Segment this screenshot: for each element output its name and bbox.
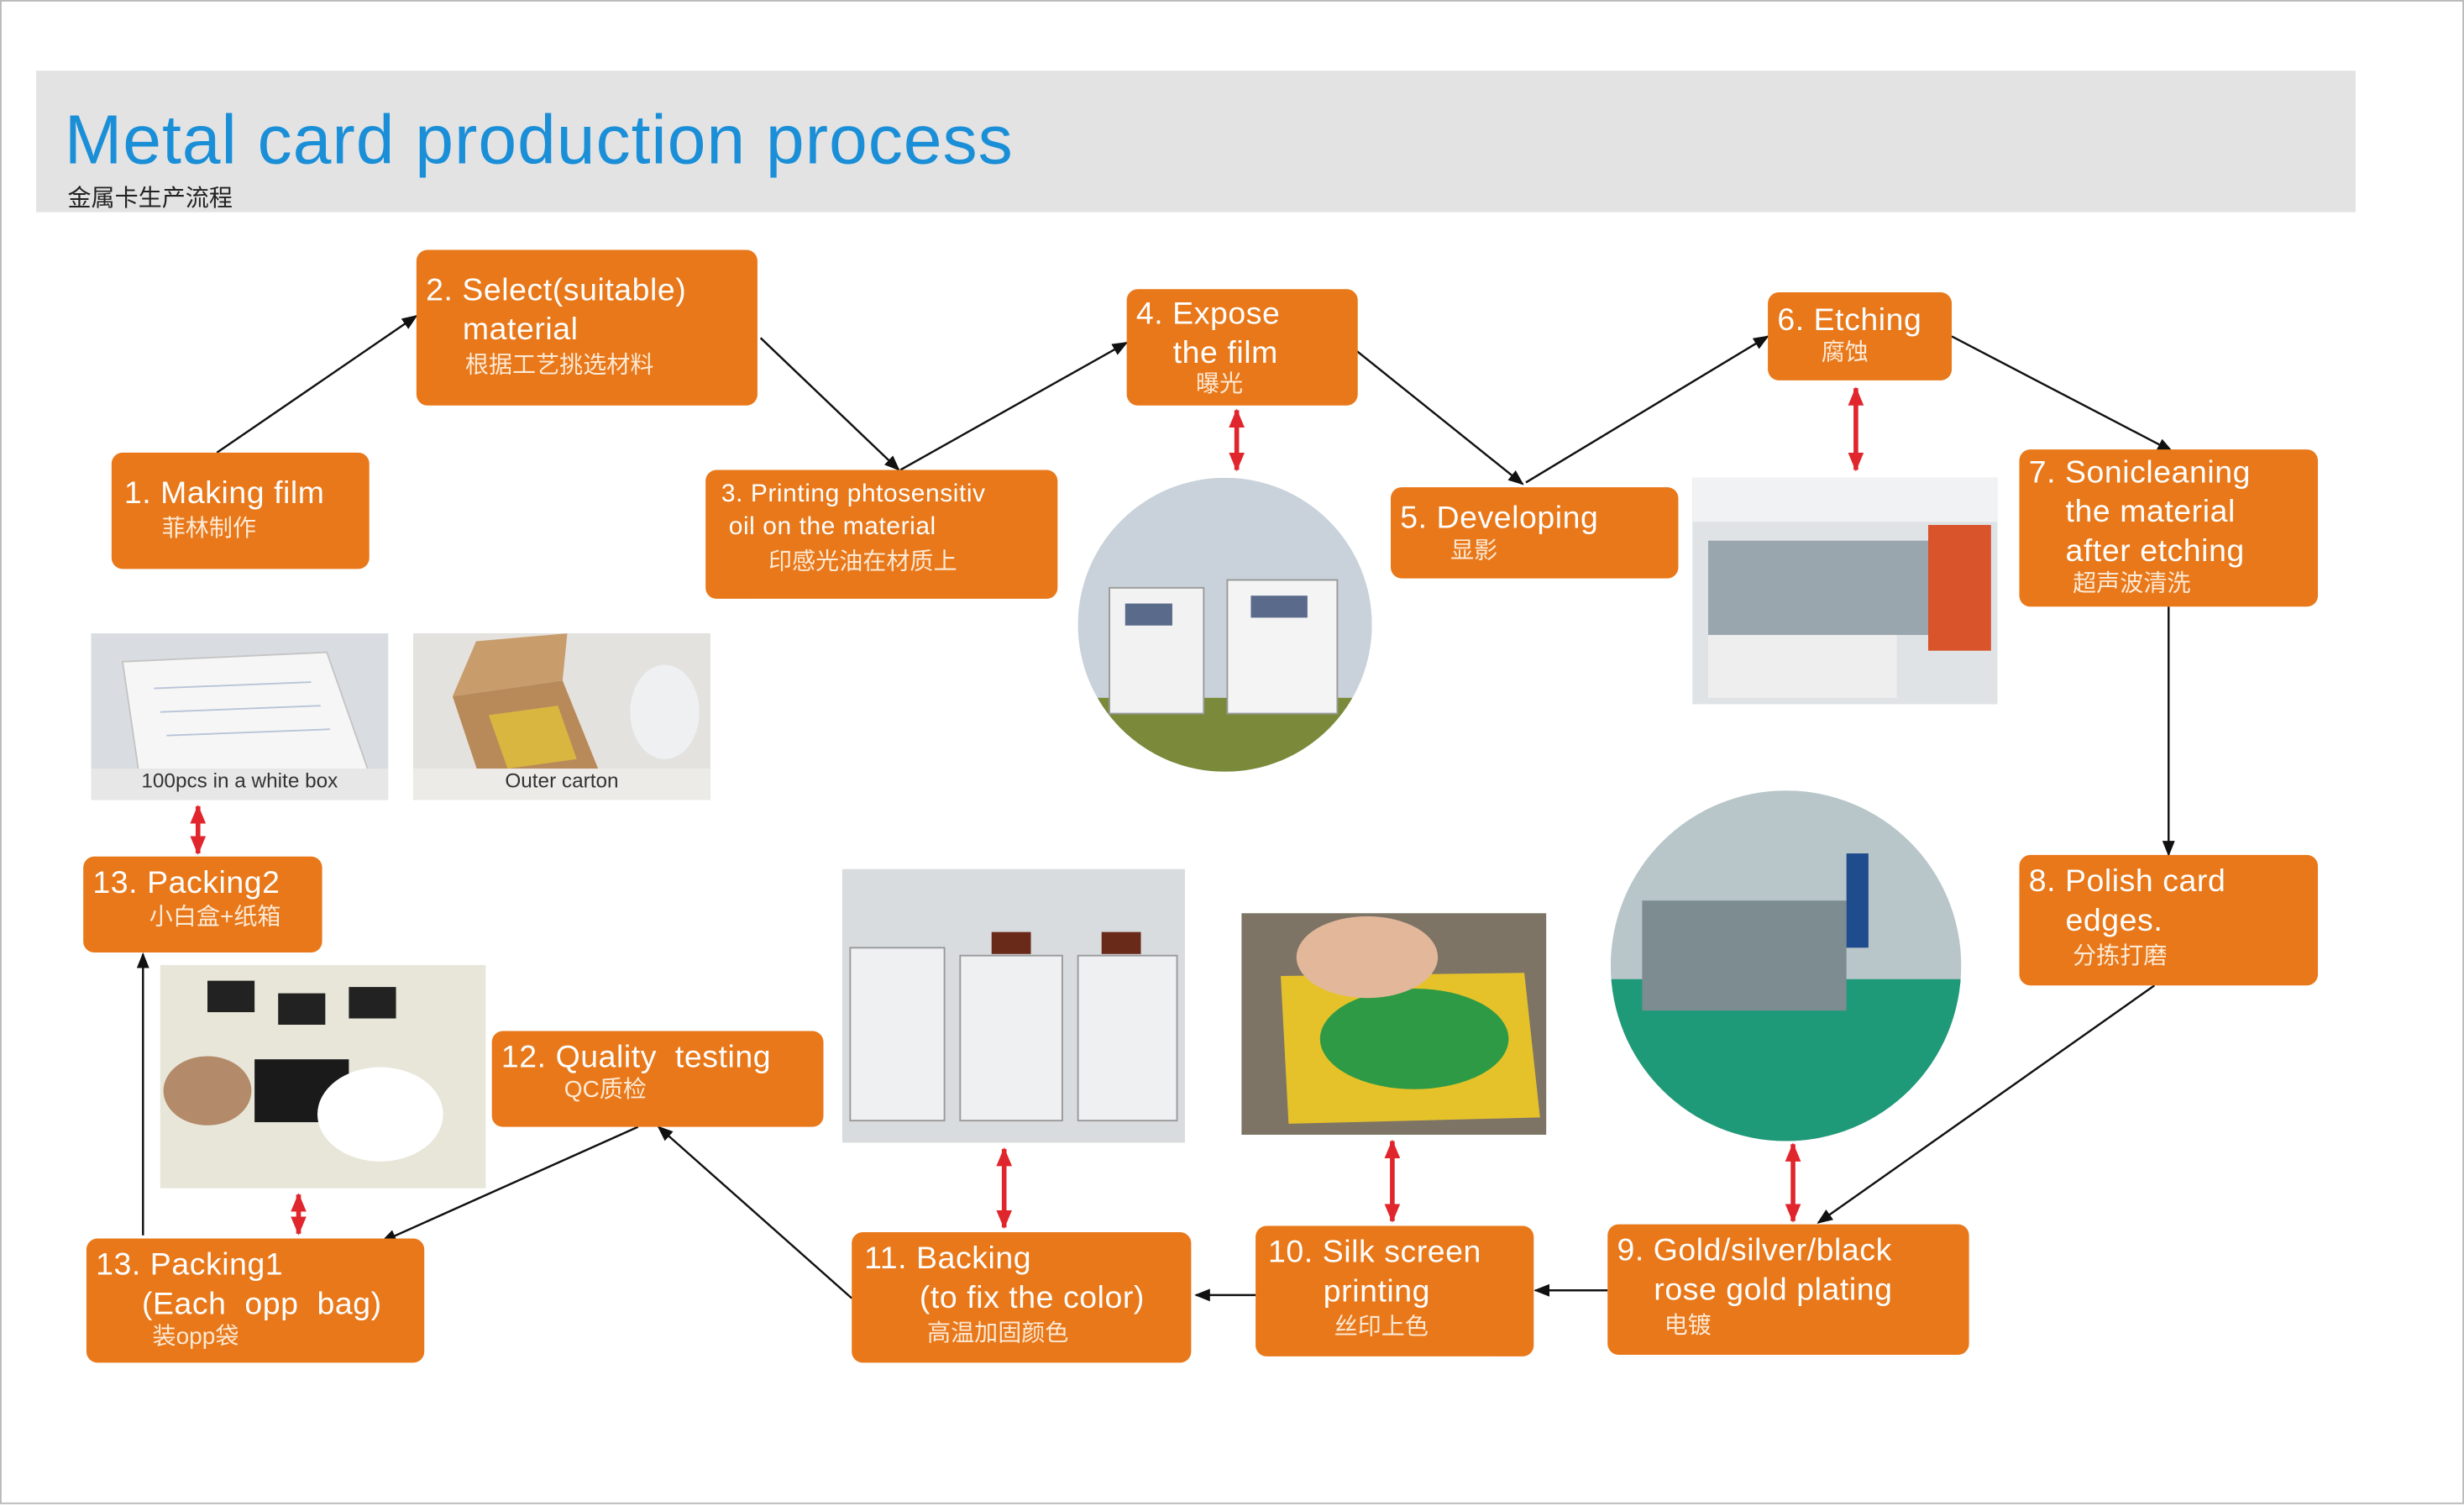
step-13-packing2: 13. Packing2 小白盒+纸箱 xyxy=(83,856,322,952)
arrow-4-to-5 xyxy=(1355,349,1524,485)
page-title: Metal card production process xyxy=(64,102,1014,180)
step-2-en: 2. Select(suitable) material xyxy=(426,273,687,348)
step-11-backing: 11. Backing (to fix the color) 高温加固颜色 xyxy=(852,1232,1192,1363)
photo-opp-bagging xyxy=(160,964,486,1189)
step-4-en: 4. Expose the film xyxy=(1135,296,1281,371)
photo-plating-tanks xyxy=(1610,790,1962,1141)
step-11-zh: 高温加固颜色 xyxy=(927,1320,1069,1347)
step-1-en: 1. Making film xyxy=(123,475,325,512)
photo-exposure-machines xyxy=(1077,477,1372,772)
step-8-polish-edges: 8. Polish card edges. 分拣打磨 xyxy=(2019,854,2319,986)
white-box-illustration xyxy=(91,633,389,800)
etching-line-illustration xyxy=(1692,477,1998,705)
arrow-1-to-2 xyxy=(216,315,418,454)
step-2-select-material: 2. Select(suitable) material 根据工艺挑选材料 xyxy=(416,249,758,406)
step-5-zh: 显影 xyxy=(1450,537,1498,564)
step-8-en: 8. Polish card edges. xyxy=(2028,864,2226,939)
step-9-zh: 电镀 xyxy=(1664,1312,1712,1340)
photo-silk-screen xyxy=(1241,913,1547,1136)
step-9-en: 9. Gold/silver/black rose gold plating xyxy=(1617,1233,1893,1308)
arrow-3-to-4 xyxy=(899,341,1129,471)
arrow-11-to-12 xyxy=(657,1126,852,1299)
step-3-en: 3. Printing phtosensitiv oil on the mate… xyxy=(721,480,986,541)
silk-screen-illustration xyxy=(1241,913,1547,1136)
photo-etching-line xyxy=(1692,477,1998,705)
step-13b-en: 13. Packing2 xyxy=(92,866,280,901)
arrow-2-to-3 xyxy=(759,337,900,471)
step-1-zh: 菲林制作 xyxy=(161,515,257,543)
arrow-5-to-6 xyxy=(1525,335,1769,484)
step-6-en: 6. Etching xyxy=(1777,303,1922,338)
step-3-zh: 印感光油在材质上 xyxy=(768,548,957,575)
step-2-zh: 根据工艺挑选材料 xyxy=(464,352,654,379)
step-12-en: 12. Quality testing xyxy=(501,1040,772,1075)
step-13a-en: 13. Packing1 (Each opp bag) xyxy=(96,1247,382,1322)
photo-baking-ovens xyxy=(841,868,1185,1143)
step-3-printing-oil: 3. Printing phtosensitiv oil on the mate… xyxy=(705,470,1058,599)
step-10-silk-screen: 10. Silk screen printing 丝印上色 xyxy=(1256,1225,1534,1356)
white-box-caption: 100pcs in a white box xyxy=(141,769,338,793)
photo-outer-carton: Outer carton xyxy=(413,633,710,800)
plating-tanks-illustration xyxy=(1610,790,1962,1141)
step-5-en: 5. Developing xyxy=(1400,501,1599,537)
step-13-packing1: 13. Packing1 (Each opp bag) 装opp袋 xyxy=(86,1238,425,1363)
opp-bagging-illustration xyxy=(160,964,486,1189)
step-10-zh: 丝印上色 xyxy=(1334,1314,1429,1341)
step-10-en: 10. Silk screen printing xyxy=(1268,1235,1481,1309)
step-4-expose-film: 4. Expose the film 曝光 xyxy=(1126,289,1358,406)
outer-carton-caption: Outer carton xyxy=(505,769,619,793)
page-subtitle: 金属卡生产流程 xyxy=(67,185,233,213)
step-7-zh: 超声波清洗 xyxy=(2073,570,2191,598)
step-12-zh: QC质检 xyxy=(564,1076,647,1104)
outer-carton-illustration xyxy=(413,633,710,800)
step-4-zh: 曝光 xyxy=(1195,370,1244,398)
step-7-sonicleaning: 7. Sonicleaning the material after etchi… xyxy=(2019,449,2319,607)
step-13a-zh: 装opp袋 xyxy=(152,1323,239,1351)
step-8-zh: 分拣打磨 xyxy=(2073,942,2168,970)
step-6-zh: 腐蚀 xyxy=(1821,339,1869,366)
step-1-making-film: 1. Making film 菲林制作 xyxy=(111,452,370,569)
photo-white-box: 100pcs in a white box xyxy=(91,633,389,800)
step-13b-zh: 小白盒+纸箱 xyxy=(149,903,281,931)
step-11-en: 11. Backing (to fix the color) xyxy=(864,1241,1145,1316)
step-5-developing: 5. Developing 显影 xyxy=(1391,487,1679,579)
step-9-plating: 9. Gold/silver/black rose gold plating 电… xyxy=(1607,1224,1969,1355)
baking-ovens-illustration xyxy=(841,868,1185,1143)
arrow-6-to-7 xyxy=(1951,335,2173,453)
step-12-quality-testing: 12. Quality testing QC质检 xyxy=(491,1031,824,1127)
exposure-machines-illustration xyxy=(1077,477,1372,772)
step-7-en: 7. Sonicleaning the material after etchi… xyxy=(2028,455,2252,569)
header-banner: Metal card production process 金属卡生产流程 xyxy=(36,71,2356,213)
step-6-etching: 6. Etching 腐蚀 xyxy=(1768,292,1953,380)
